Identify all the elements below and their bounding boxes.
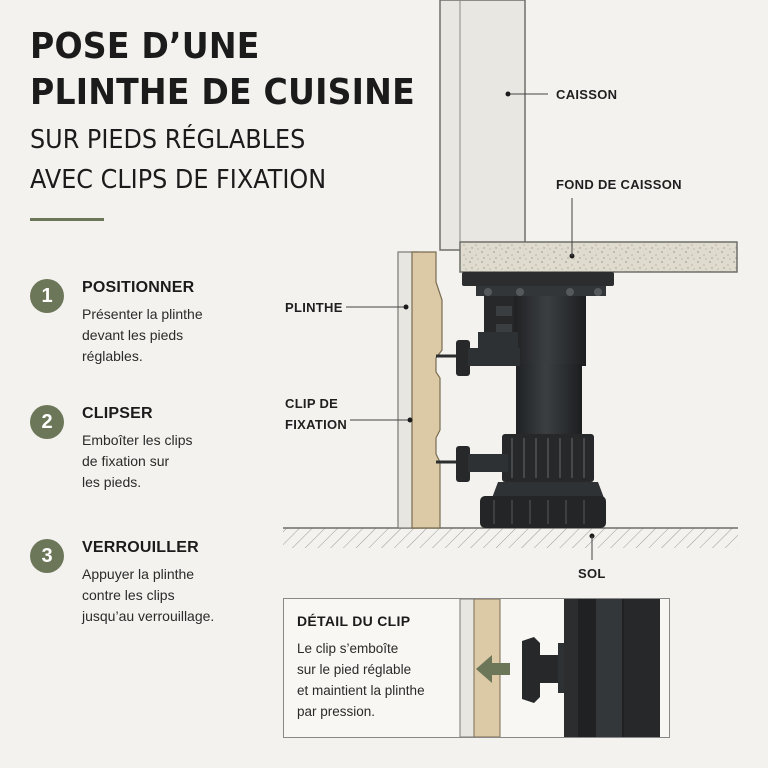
- clip-detail-panel: DÉTAIL DU CLIP Le clip s’emboîte sur le …: [283, 598, 670, 738]
- title-line: POSE D’UNE: [30, 26, 260, 67]
- push-arrow-icon: [476, 655, 510, 683]
- clip-detail-illustration: [459, 599, 660, 737]
- title-line: PLINTHE DE CUISINE: [30, 72, 415, 113]
- floor: [283, 527, 738, 560]
- step-number-badge: 1: [30, 279, 64, 313]
- subtitle: SUR PIEDS RÉGLABLES AVEC CLIPS DE FIXATI…: [30, 120, 326, 200]
- cabinet-side: [439, 0, 548, 251]
- step-text-line: Présenter la plinthe: [82, 306, 203, 322]
- step-description: Appuyer la plinthe contre les clips jusq…: [82, 564, 262, 627]
- label-clip-line1: CLIP DE: [285, 396, 339, 411]
- plinth-board: [346, 251, 443, 529]
- upper-clip: [436, 332, 520, 376]
- step-title: VERROUILLER: [82, 539, 199, 556]
- step-text-line: Emboîter les clips: [82, 432, 193, 448]
- title-divider: [30, 218, 104, 221]
- subtitle-line: AVEC CLIPS DE FIXATION: [30, 165, 327, 195]
- step-title: CLIPSER: [82, 405, 153, 422]
- subtitle-line: SUR PIEDS RÉGLABLES: [30, 125, 306, 155]
- step-text-line: jusqu’au verrouillage.: [82, 608, 215, 624]
- label-clip-line2: FIXATION: [285, 417, 348, 432]
- detail-text-line: et maintient la plinthe: [297, 683, 425, 698]
- detail-text-line: sur le pied réglable: [297, 662, 412, 677]
- detail-text-line: par pression.: [297, 704, 376, 719]
- lower-clip: [436, 446, 508, 482]
- label-caisson: CAISSON: [556, 87, 618, 102]
- detail-text-line: Le clip s’emboîte: [297, 641, 399, 656]
- detail-description: Le clip s’emboîte sur le pied réglable e…: [297, 638, 467, 722]
- step-text-line: contre les clips: [82, 587, 175, 603]
- step-number-badge: 3: [30, 539, 64, 573]
- step-text-line: de fixation sur: [82, 453, 170, 469]
- step-description: Présenter la plinthe devant les pieds ré…: [82, 304, 262, 367]
- step-number-badge: 2: [30, 405, 64, 439]
- step-text-line: réglables.: [82, 348, 143, 364]
- step-text-line: Appuyer la plinthe: [82, 566, 195, 582]
- step-title: POSITIONNER: [82, 279, 195, 296]
- label-plinthe: PLINTHE: [285, 300, 343, 315]
- step-text-line: devant les pieds: [82, 327, 184, 343]
- main-title: POSE D’UNE PLINTHE DE CUISINE: [30, 24, 415, 116]
- label-sol: SOL: [578, 566, 606, 581]
- adjustable-foot: [462, 272, 614, 528]
- step-description: Emboîter les clips de fixation sur les p…: [82, 430, 262, 493]
- step-text-line: les pieds.: [82, 474, 142, 490]
- detail-title: DÉTAIL DU CLIP: [297, 613, 411, 629]
- label-fond-caisson: FOND DE CAISSON: [556, 177, 682, 192]
- cabinet-bottom-board: [459, 198, 738, 273]
